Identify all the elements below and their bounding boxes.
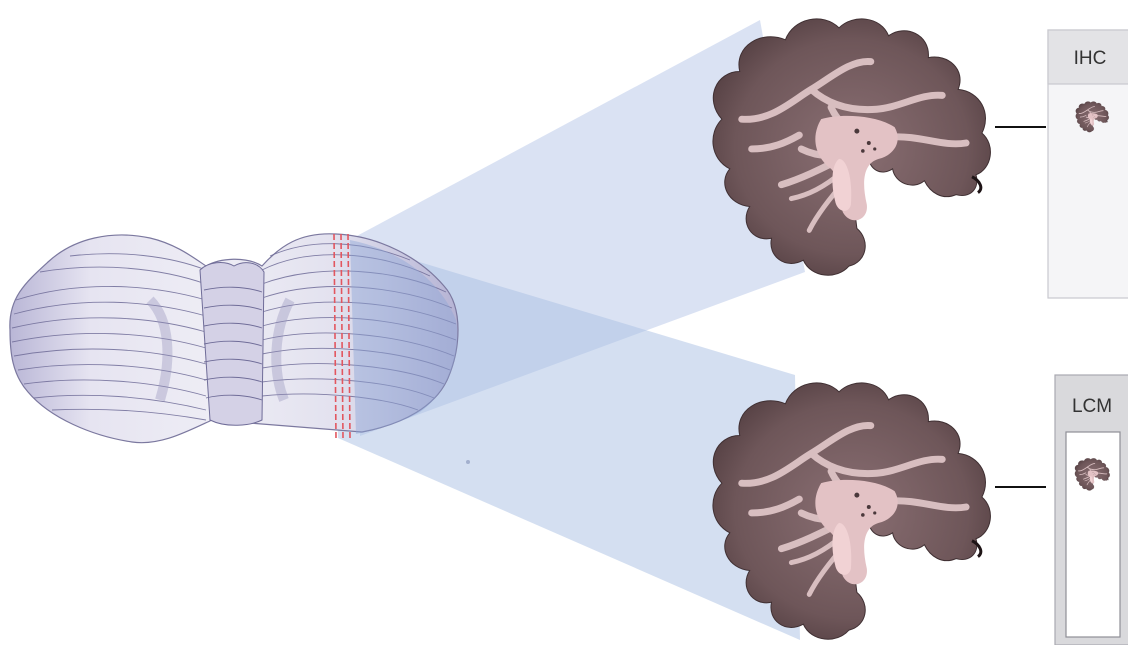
slide-label-ihc: IHC (1074, 48, 1107, 69)
cerebellum-illustration (10, 234, 458, 443)
slide-label-lcm: LCM (1072, 396, 1112, 417)
speck (466, 460, 470, 464)
ihc-slide: IHC (1048, 30, 1128, 298)
lcm-slide: LCM (1055, 375, 1128, 645)
